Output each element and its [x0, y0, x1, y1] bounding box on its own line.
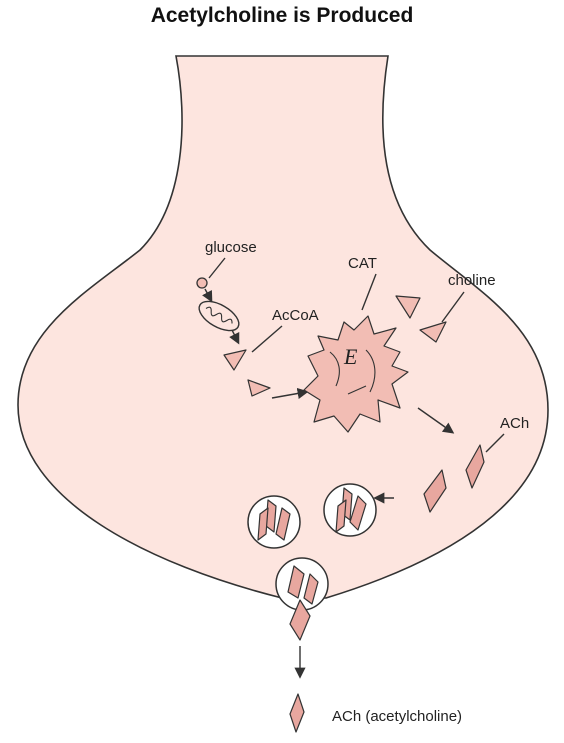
choline-label: choline: [448, 272, 496, 289]
ach-pointer: [485, 433, 505, 453]
accoa-to-enzyme-arrow: [271, 387, 309, 399]
ach-label: ACh: [500, 415, 529, 432]
accoa-pointer: [251, 325, 283, 353]
synaptic-vesicle: [323, 483, 377, 537]
cat-enzyme: [303, 315, 409, 433]
enzyme-symbol: E: [343, 344, 358, 369]
choline-pointer: [441, 291, 465, 323]
accoa-molecule: [223, 349, 247, 371]
accoa-label: AcCoA: [272, 307, 319, 324]
synaptic-vesicle: [247, 495, 301, 549]
glucose-molecule: [196, 277, 208, 289]
ach-molecule: [423, 469, 447, 513]
diagram-title: Acetylcholine is Produced: [151, 4, 414, 27]
mitochondrion-to-accoa-arrow: [229, 329, 240, 345]
choline-molecule: [419, 321, 447, 343]
synaptic-vesicle-fusing: [275, 557, 329, 611]
released-ach-molecule: [289, 599, 311, 641]
enzyme-to-ach-arrow: [417, 407, 455, 434]
legend-ach-molecule: [289, 693, 305, 733]
legend-label: ACh (acetylcholine): [332, 708, 462, 725]
mitochondrion-icon: [198, 300, 240, 332]
enzyme-fold-lines: [329, 349, 376, 395]
cat-label: CAT: [348, 255, 377, 272]
cat-pointer: [361, 273, 377, 311]
accoa-molecule: [247, 379, 271, 397]
ach-molecule: [465, 444, 485, 489]
glucose-to-mitochondrion-arrow: [202, 288, 213, 303]
glucose-label: glucose: [205, 239, 257, 256]
glucose-pointer: [208, 257, 226, 279]
choline-molecule: [395, 295, 421, 319]
